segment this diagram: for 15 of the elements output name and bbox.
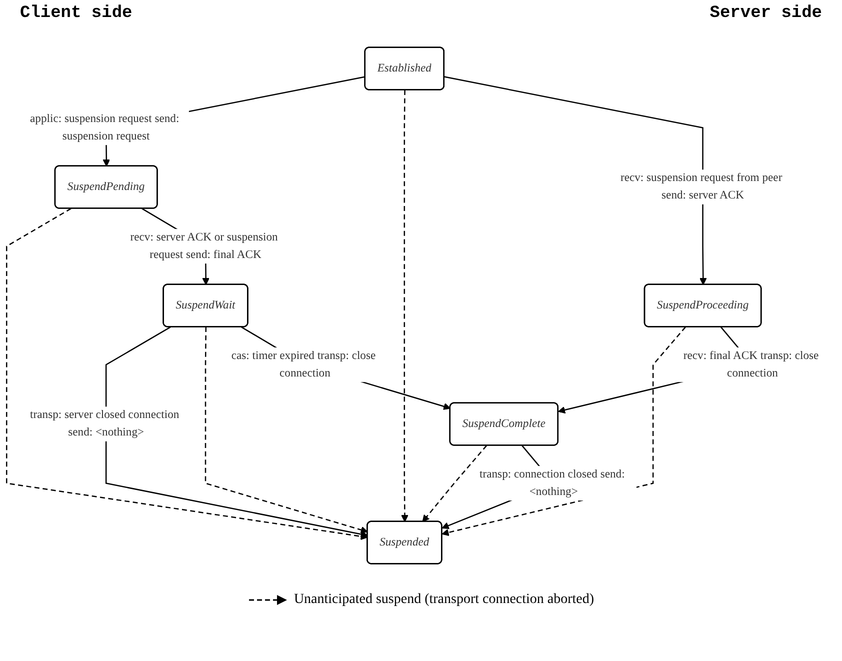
edge-label: recv: suspension request from peer send: server ACK (620, 172, 782, 202)
edge-label: applic: suspension request send: suspension request (30, 112, 180, 143)
edge-label: transp: connection closed send: <nothing> (480, 468, 625, 498)
arrow (401, 90, 408, 522)
legend-text: Unanticipated suspend (transport connection aborted) (294, 592, 594, 608)
edge-label: transp: server closed connection send: <nothing> (30, 409, 180, 439)
arrow (444, 76, 707, 286)
edge-label: recv: server ACK or suspension request send: final ACK (130, 231, 278, 262)
side-heading: Server side (710, 4, 822, 23)
edge-label: cas: timer expired transp: close connection (231, 350, 376, 380)
arrow (105, 326, 368, 538)
arrow (204, 327, 368, 534)
edge-label: recv: final ACK transp: close connection (683, 350, 819, 380)
side-heading: Client side (20, 4, 132, 23)
arrow (422, 445, 488, 522)
